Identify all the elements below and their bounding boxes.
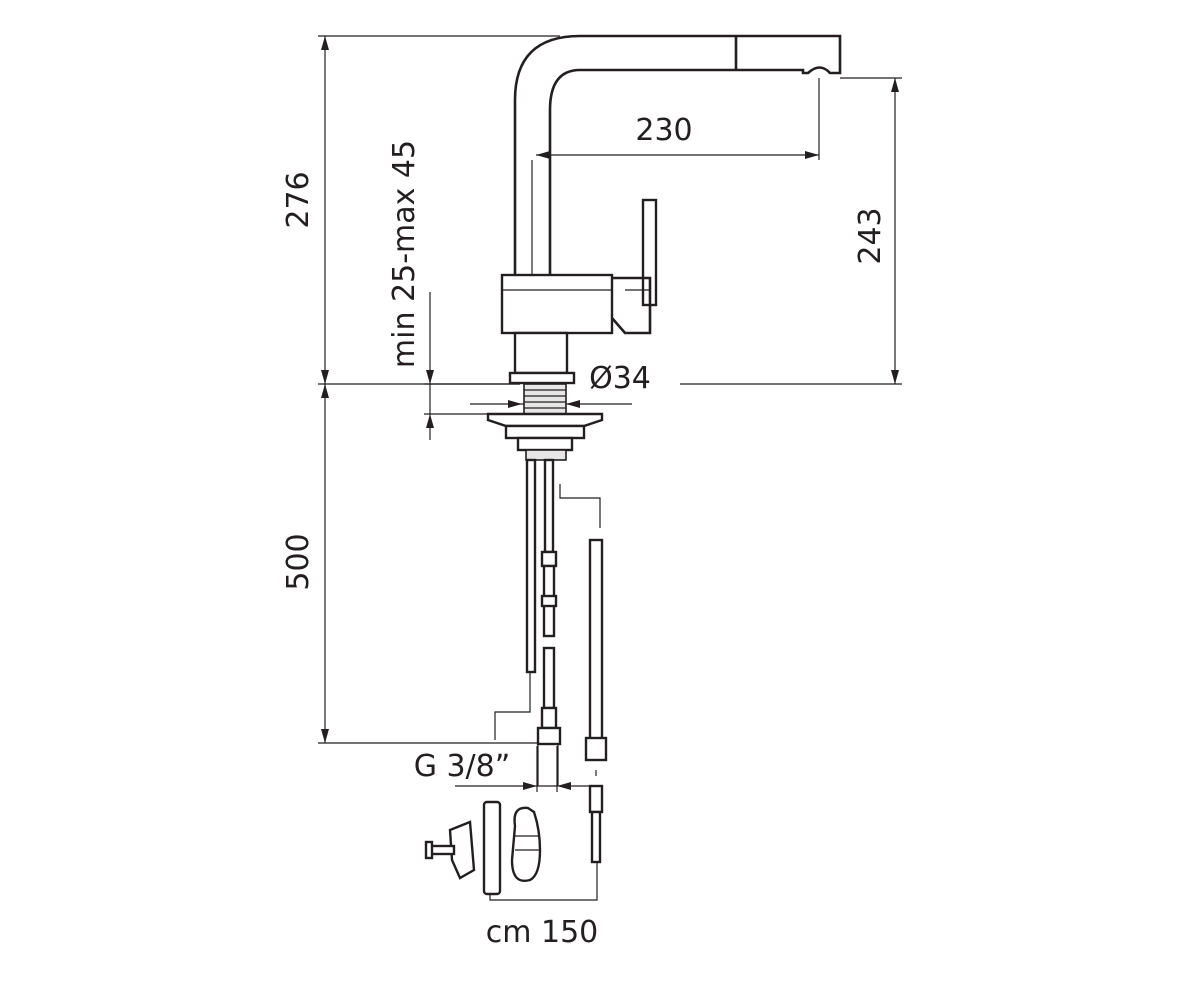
dimension-lines (318, 35, 902, 792)
hose-weight-and-clamps (424, 800, 542, 896)
hole-diameter-label: Ø34 (589, 361, 651, 396)
spout-reach-label: 230 (635, 113, 692, 148)
faucet-body (500, 34, 842, 385)
total-height-label: 276 (281, 171, 316, 228)
supply-hoses (489, 458, 608, 901)
mounting-hardware (486, 383, 604, 461)
pullout-hose-length-label: cm 150 (486, 915, 599, 950)
connection-thread-label: G 3/8” (414, 749, 511, 784)
spout-height-label: 243 (853, 207, 888, 264)
counter-thickness-label: min 25-max 45 (387, 140, 422, 368)
below-counter-length-label: 500 (281, 533, 316, 590)
